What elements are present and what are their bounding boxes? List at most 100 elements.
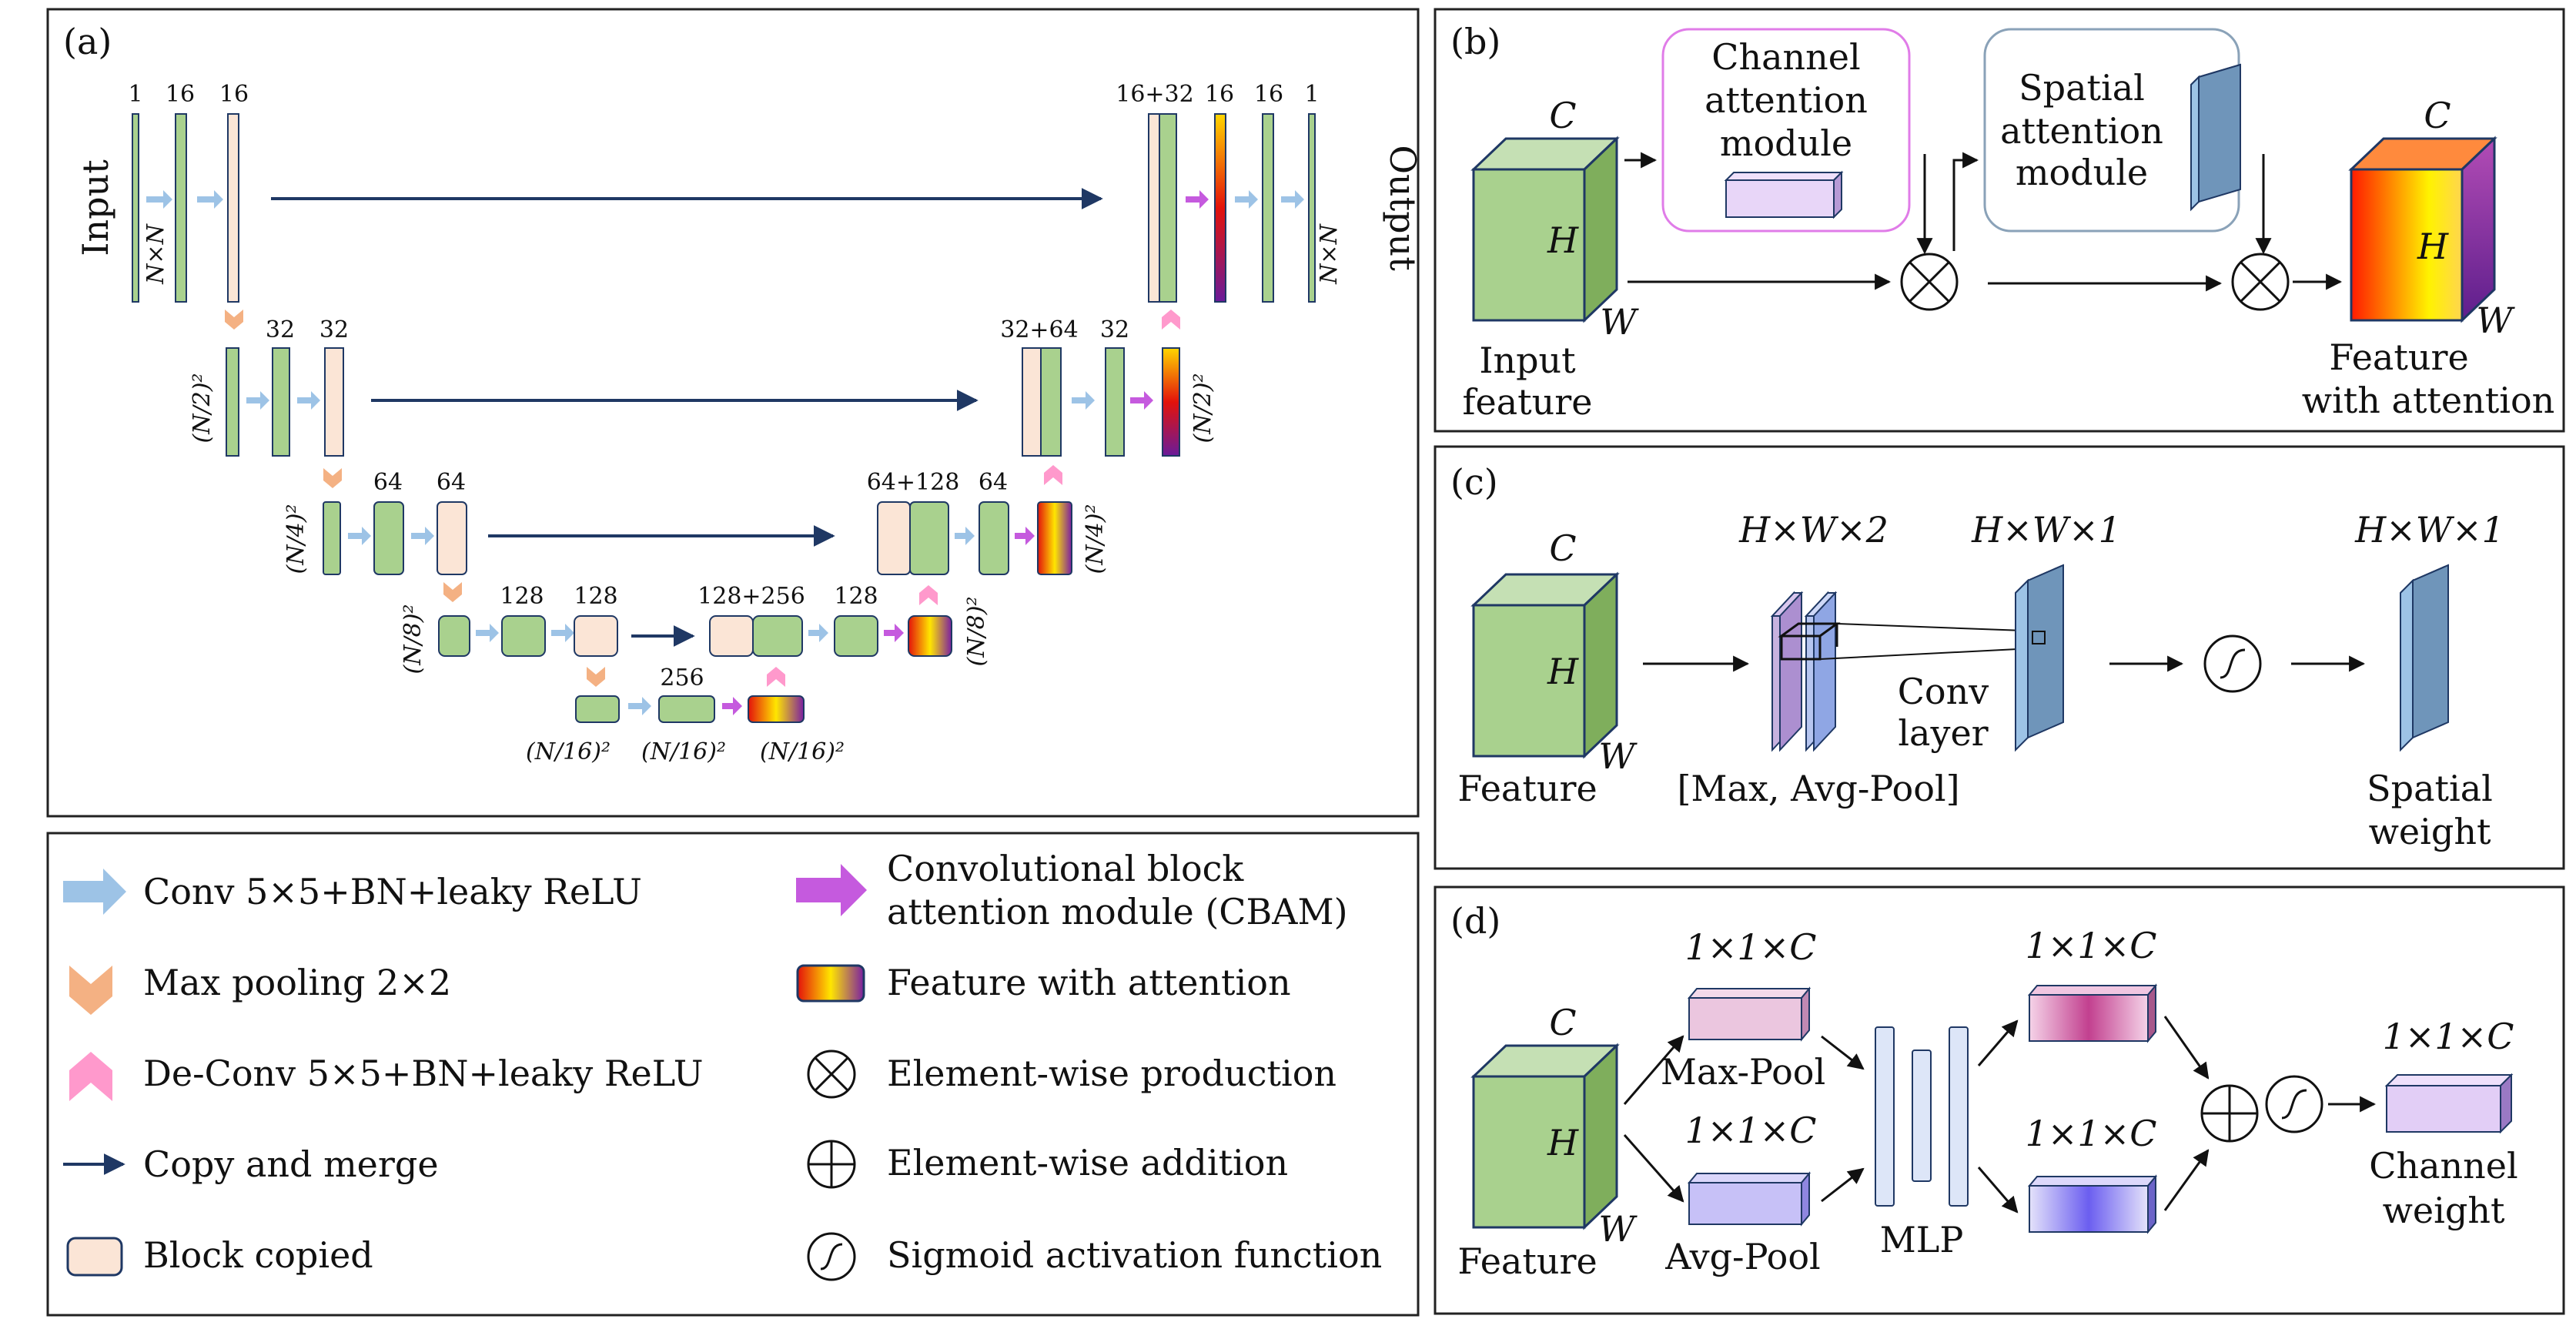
d-arrow-bot-to-add bbox=[2163, 1149, 2210, 1211]
d-mlp bbox=[1875, 1026, 1969, 1207]
l2-size-right: (N/4)² bbox=[1082, 504, 1109, 574]
d-mlp-bot-dim: 1×1×C bbox=[2026, 1113, 2157, 1154]
b-arrow-to-spatial bbox=[1952, 152, 1979, 251]
l2-size-left: (N/4)² bbox=[283, 504, 309, 574]
legend-add-text: Element-wise addition bbox=[887, 1142, 1288, 1183]
l4-size-3: (N/16)² bbox=[760, 738, 845, 765]
l1-label-32b: 32 bbox=[319, 316, 349, 343]
l1-label-32a: 32 bbox=[266, 316, 295, 343]
c-conv-dim: H×W×1 bbox=[1971, 509, 2121, 551]
d-arrow-mlp-top bbox=[1977, 1019, 2019, 1066]
legend-mult-text: Element-wise production bbox=[887, 1053, 1337, 1094]
l0-label-16a: 16 bbox=[166, 81, 195, 108]
l1-conv-block-1 bbox=[272, 347, 290, 457]
b-output-label-2: with attention bbox=[2302, 380, 2555, 421]
d-feature-cube bbox=[1470, 1043, 1620, 1230]
pool-icon-0 bbox=[225, 310, 243, 330]
d-arrow-top-to-add bbox=[2163, 1016, 2210, 1080]
l0-label-d16a: 16 bbox=[1205, 81, 1234, 108]
legend-copy-text: Copy and merge bbox=[143, 1143, 439, 1185]
l2-label-d64: 64 bbox=[979, 469, 1008, 496]
b-output-cube bbox=[2348, 136, 2497, 323]
l4-size-2: (N/16)² bbox=[641, 738, 726, 765]
l0-merge-green bbox=[1159, 113, 1177, 303]
l0-label-d16b: 16 bbox=[1254, 81, 1283, 108]
legend-deconv-icon bbox=[69, 1052, 112, 1101]
l1-merge-green bbox=[1040, 347, 1062, 457]
panel-d-frame bbox=[1434, 885, 2565, 1315]
legend-add-icon bbox=[807, 1140, 856, 1189]
c-out-label-2: weight bbox=[2369, 811, 2491, 852]
panel-d: (d) C H W Feature 1×1×C Max-Pool 1×1×C A… bbox=[1434, 885, 2565, 1315]
b-spatial-text-3: module bbox=[2016, 152, 2148, 193]
l3-conv-arrow-3 bbox=[808, 624, 828, 642]
input-label: Input bbox=[75, 159, 116, 256]
b-output-H: H bbox=[2417, 226, 2449, 267]
l0-out-block-1 bbox=[1262, 113, 1274, 303]
panel-d-tag: (d) bbox=[1450, 900, 1500, 942]
l3-label-128b: 128 bbox=[574, 583, 617, 610]
d-avg-label: Avg-Pool bbox=[1664, 1236, 1821, 1277]
l0-cbam-arrow bbox=[1186, 190, 1209, 209]
b-input-label-1: Input bbox=[1479, 340, 1576, 381]
l3-out-block bbox=[834, 615, 878, 657]
deconv-icon-0 bbox=[1162, 310, 1180, 330]
legend-copied-icon bbox=[66, 1237, 123, 1277]
c-feature-C: C bbox=[1549, 527, 1576, 569]
l0-label-merge: 16+32 bbox=[1116, 81, 1193, 108]
d-sigmoid-node bbox=[2265, 1075, 2323, 1133]
l4-conv-block-1 bbox=[658, 695, 715, 723]
c-conv-label-1: Conv bbox=[1898, 671, 1989, 712]
deconv-icon-1 bbox=[1044, 465, 1062, 485]
l0-input-block bbox=[132, 113, 139, 303]
d-add-node bbox=[2200, 1084, 2259, 1143]
panel-b-tag: (b) bbox=[1450, 21, 1500, 62]
l0-label-d1: 1 bbox=[1304, 81, 1319, 108]
c-out-dim: H×W×1 bbox=[2354, 509, 2504, 551]
b-mult-node-2 bbox=[2231, 253, 2290, 311]
l0-conv-block-1 bbox=[175, 113, 187, 303]
d-feature-W: W bbox=[1598, 1208, 1638, 1250]
b-channel-text-1: Channel bbox=[1711, 36, 1860, 78]
b-input-label-2: feature bbox=[1463, 381, 1593, 423]
b-spatial-text-1: Spatial bbox=[2019, 67, 2145, 109]
d-avg-dim: 1×1×C bbox=[1685, 1110, 1817, 1151]
l3-size-right: (N/8)² bbox=[963, 597, 990, 667]
c-out-label-1: Spatial bbox=[2367, 768, 2493, 809]
c-conv-label-2: layer bbox=[1898, 712, 1988, 754]
panel-c-tag: (c) bbox=[1450, 461, 1498, 503]
c-feature-label: Feature bbox=[1457, 768, 1597, 809]
l3-copied-block bbox=[574, 615, 618, 657]
l0-conv-arrow-1 bbox=[146, 190, 172, 209]
panel-b: (b) C H W Input feature Channel attentio… bbox=[1434, 8, 2565, 433]
l1-attention-feature bbox=[1162, 347, 1180, 457]
d-out-label-2: weight bbox=[2383, 1190, 2505, 1231]
b-input-C: C bbox=[1549, 95, 1576, 136]
d-out-dim: 1×1×C bbox=[2383, 1016, 2514, 1057]
pool-icon-3 bbox=[587, 667, 605, 687]
panel-a-frame bbox=[46, 8, 1420, 818]
d-max-dim: 1×1×C bbox=[1685, 926, 1817, 968]
l2-conv-arrow-2 bbox=[411, 527, 434, 545]
deconv-icon-3 bbox=[767, 667, 785, 687]
b-channel-text-3: module bbox=[1720, 122, 1852, 164]
l1-merge-copied bbox=[1022, 347, 1042, 457]
d-arrow-to-max bbox=[1623, 1035, 1684, 1105]
l0-copied-block bbox=[227, 113, 239, 303]
l4-conv-block-0 bbox=[575, 695, 620, 723]
l2-label-64a: 64 bbox=[373, 469, 403, 496]
l1-cbam-arrow bbox=[1130, 391, 1153, 410]
l3-conv-block-0 bbox=[438, 615, 470, 657]
l2-conv-block-1 bbox=[373, 501, 404, 575]
d-feature-H: H bbox=[1547, 1122, 1579, 1163]
b-output-W: W bbox=[2476, 300, 2515, 341]
l4-attention-feature bbox=[748, 695, 805, 723]
l0-size-left: N×N bbox=[142, 223, 169, 284]
b-mult-node-1 bbox=[1900, 253, 1959, 311]
c-pool-label: [Max, Avg-Pool] bbox=[1677, 768, 1959, 809]
l2-attention-feature bbox=[1037, 501, 1072, 575]
l1-out-block bbox=[1105, 347, 1125, 457]
l4-conv-arrow-1 bbox=[628, 697, 651, 715]
l2-conv-block-0 bbox=[323, 501, 341, 575]
